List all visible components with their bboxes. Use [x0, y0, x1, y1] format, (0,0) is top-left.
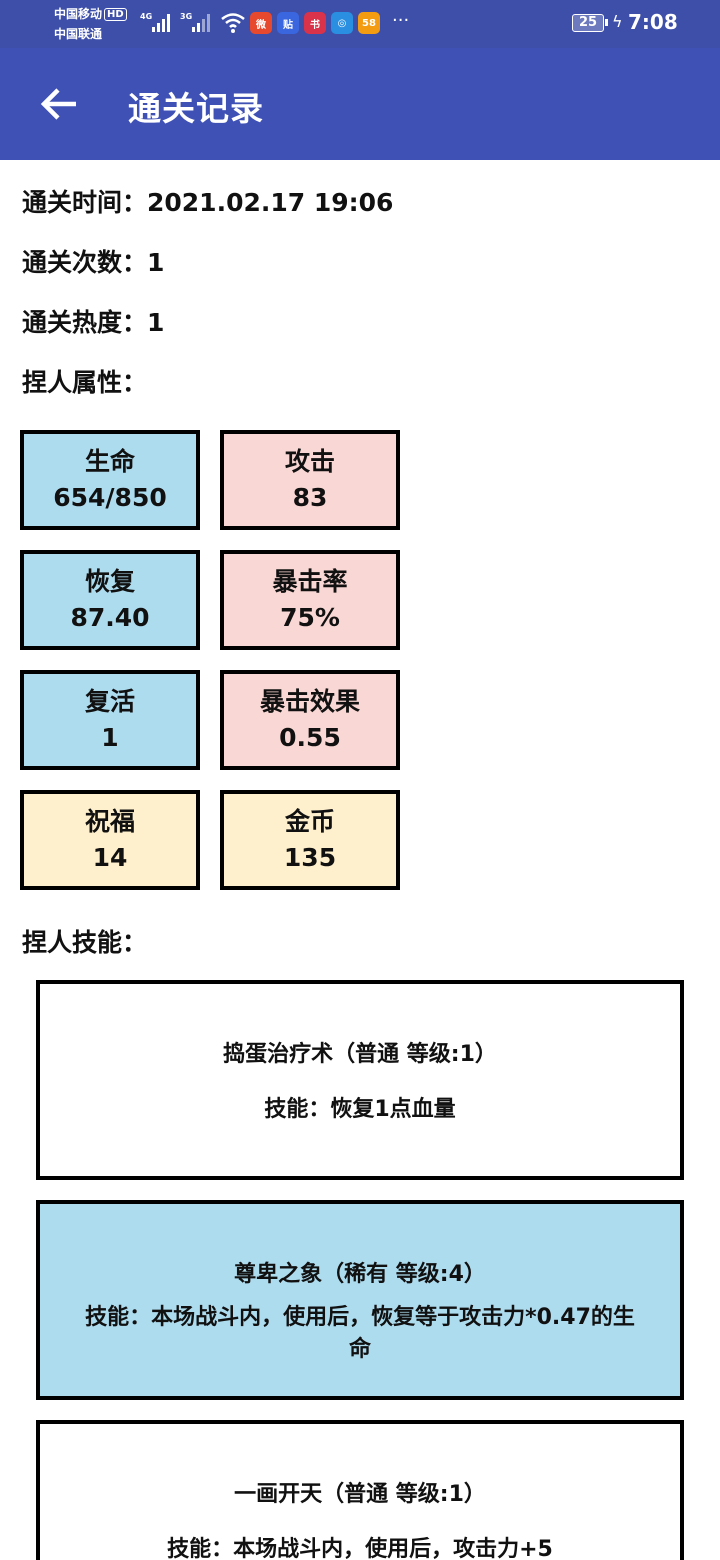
- stat-label: 攻击: [284, 447, 335, 476]
- stat-blessing: 祝福 14: [20, 790, 200, 890]
- stat-value: 654/850: [53, 483, 167, 512]
- tieba-icon: 贴: [277, 12, 299, 34]
- charging-icon: ϟ: [612, 12, 623, 31]
- browser-icon: ◎: [331, 12, 353, 34]
- skill-card: 尊卑之象（稀有 等级:4） 技能：本场战斗内，使用后，恢复等于攻击力*0.47的…: [36, 1200, 684, 1400]
- arrow-left-icon[interactable]: [40, 86, 80, 122]
- skill-desc: 技能：本场战斗内，使用后，恢复等于攻击力*0.47的生命: [85, 1305, 635, 1362]
- battery-icon: 25: [572, 14, 608, 32]
- stat-recover: 恢复 87.40: [20, 550, 200, 650]
- signal-2-icon: [192, 14, 210, 32]
- stat-value: 1: [101, 723, 119, 752]
- wifi-icon: [221, 13, 245, 33]
- skill-name: 尊卑之象（稀有 等级:4）: [234, 1262, 486, 1287]
- notification-icons: 微贴书◎58: [250, 12, 380, 34]
- stat-crit-rate: 暴击率 75%: [220, 550, 400, 650]
- skills-heading: 捏人技能：: [22, 928, 148, 957]
- network-3g-label: 3G: [180, 12, 193, 21]
- network-4g-label: 4G: [140, 12, 153, 21]
- stat-label: 生命: [84, 447, 135, 476]
- stat-label: 金币: [284, 807, 335, 836]
- clear-heat: 通关热度：1: [22, 308, 165, 337]
- stat-value: 14: [92, 843, 128, 872]
- skill-card: 捣蛋治疗术（普通 等级:1） 技能：恢复1点血量: [36, 980, 684, 1180]
- app-bar: 通关记录: [0, 48, 720, 160]
- stat-label: 复活: [84, 687, 135, 716]
- skill-name: 一画开天（普通 等级:1）: [234, 1482, 486, 1507]
- skill-name: 捣蛋治疗术（普通 等级:1）: [223, 1042, 497, 1067]
- stat-label: 暴击率: [272, 567, 348, 596]
- carrier-1: 中国移动: [54, 7, 103, 21]
- clock: 7:08: [628, 10, 678, 34]
- signal-icon: [152, 14, 170, 32]
- page-title: 通关记录: [128, 89, 264, 128]
- carrier-2: 中国联通: [54, 27, 103, 41]
- stat-revive: 复活 1: [20, 670, 200, 770]
- stat-crit-effect: 暴击效果 0.55: [220, 670, 400, 770]
- stat-hp: 生命 654/850: [20, 430, 200, 530]
- clear-count: 通关次数：1: [22, 248, 165, 277]
- weibo-icon: 微: [250, 12, 272, 34]
- attributes-heading: 捏人属性：: [22, 368, 148, 397]
- battery-level: 25: [578, 15, 598, 30]
- skill-desc: 技能：恢复1点血量: [264, 1097, 456, 1122]
- skill-desc: 技能：本场战斗内，使用后，攻击力+5: [167, 1537, 553, 1560]
- stat-value: 83: [292, 483, 328, 512]
- 58-icon: 58: [358, 12, 380, 34]
- stat-label: 恢复: [84, 567, 135, 596]
- stat-label: 祝福: [84, 807, 135, 836]
- stat-value: 135: [283, 843, 337, 872]
- stat-gold: 金币 135: [220, 790, 400, 890]
- stat-attack: 攻击 83: [220, 430, 400, 530]
- stat-value: 0.55: [279, 723, 341, 752]
- stat-value: 75%: [280, 603, 340, 632]
- hd-badge: HD: [104, 8, 127, 21]
- clear-time: 通关时间：2021.02.17 19:06: [22, 188, 394, 217]
- book-icon: 书: [304, 12, 326, 34]
- skill-card: 一画开天（普通 等级:1） 技能：本场战斗内，使用后，攻击力+5: [36, 1420, 684, 1560]
- stat-value: 87.40: [70, 603, 150, 632]
- stat-label: 暴击效果: [259, 687, 360, 716]
- more-notifications-icon: ···: [392, 10, 410, 31]
